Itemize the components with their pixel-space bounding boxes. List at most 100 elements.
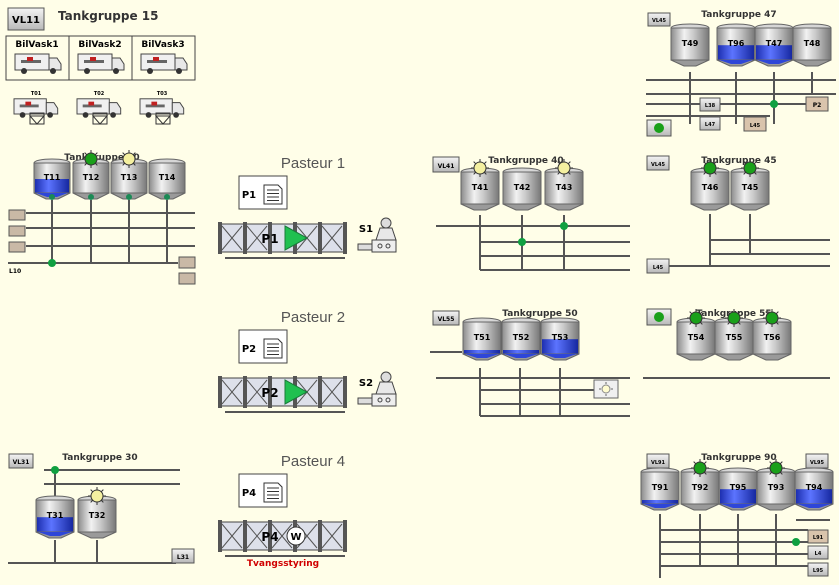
tank-lamp-green-icon bbox=[687, 309, 705, 327]
tank-label: T95 bbox=[730, 483, 747, 492]
vl45-button-g47[interactable]: VL45 bbox=[647, 12, 671, 27]
tank-lamp-green-icon bbox=[763, 309, 781, 327]
tank-t12[interactable]: T12 bbox=[72, 150, 110, 200]
valve-g47[interactable] bbox=[770, 100, 778, 108]
pipes-g90 bbox=[659, 514, 830, 578]
tank-t91[interactable]: T91 bbox=[640, 467, 680, 511]
pipes-g30 bbox=[8, 469, 180, 564]
tank-t13[interactable]: T13 bbox=[110, 150, 148, 200]
svg-text:BilVask3: BilVask3 bbox=[141, 40, 184, 50]
line-button-l45-g47[interactable]: L45 bbox=[743, 116, 767, 132]
vl31-button[interactable]: VL31 bbox=[8, 453, 34, 469]
svg-text:P2: P2 bbox=[261, 386, 278, 400]
pasteur-title: Pasteur 4 bbox=[281, 453, 345, 470]
title-tankgruppe-45: Tankgruppe 45 bbox=[701, 156, 776, 166]
tank-t11[interactable]: T11 bbox=[33, 158, 71, 200]
alarm-lamp-g50[interactable] bbox=[593, 379, 619, 399]
status-lamp-g47[interactable] bbox=[646, 119, 672, 137]
line-button-l31[interactable]: L31 bbox=[171, 548, 195, 564]
tank-lamp-yellow-icon bbox=[88, 487, 106, 505]
vl91-button[interactable]: VL91 bbox=[646, 453, 670, 469]
pasteur-doc-icon[interactable]: P1 bbox=[238, 175, 288, 210]
svg-text:VL91: VL91 bbox=[651, 460, 666, 466]
status-lamp-g55[interactable] bbox=[646, 308, 672, 326]
line-button-l45[interactable]: L45 bbox=[646, 258, 670, 274]
tank-t14[interactable]: T14 bbox=[148, 158, 186, 200]
svg-text:T01: T01 bbox=[31, 91, 42, 97]
tank-label: T11 bbox=[44, 173, 61, 182]
valve-g10[interactable] bbox=[48, 259, 56, 267]
tank-t42[interactable]: T42 bbox=[502, 167, 542, 211]
line-button-l95[interactable]: L95 bbox=[807, 562, 829, 577]
truck-t02[interactable]: T02 bbox=[76, 91, 122, 125]
svg-text:L45: L45 bbox=[750, 123, 761, 129]
tank-t49[interactable]: T49 bbox=[670, 23, 710, 67]
tank-lamp-green-icon bbox=[82, 150, 100, 168]
line-button-l38[interactable]: L38 bbox=[699, 97, 721, 112]
washer-bilvask1[interactable]: BilVask1 bbox=[14, 40, 62, 74]
tank-label: T93 bbox=[768, 483, 785, 492]
svg-text:VL41: VL41 bbox=[438, 163, 455, 170]
tank-t48[interactable]: T48 bbox=[792, 23, 832, 67]
side-valves-g10[interactable] bbox=[8, 209, 196, 285]
line-button-l4[interactable]: L4 bbox=[807, 545, 829, 560]
svg-text:L31: L31 bbox=[177, 554, 189, 561]
vl11-button[interactable]: VL11 bbox=[7, 7, 45, 31]
vl45-button[interactable]: VL45 bbox=[646, 155, 670, 171]
tank-t93[interactable]: T93 bbox=[756, 459, 796, 511]
vl41-button[interactable]: VL41 bbox=[432, 156, 460, 173]
tank-label: T56 bbox=[764, 333, 781, 342]
line-button-l47[interactable]: L47 bbox=[699, 116, 721, 131]
tank-t53[interactable]: T53 bbox=[540, 317, 580, 361]
tank-label: T48 bbox=[804, 39, 821, 48]
tank-t43[interactable]: T43 bbox=[544, 159, 584, 211]
tank-t55[interactable]: T55 bbox=[714, 309, 754, 361]
washer-bilvask3[interactable]: BilVask3 bbox=[140, 40, 188, 74]
valve-g40-a[interactable] bbox=[518, 238, 526, 246]
line-button-l91[interactable]: L91 bbox=[807, 529, 829, 544]
tank-label: T54 bbox=[688, 333, 705, 342]
tank-t96[interactable]: T96 bbox=[716, 23, 756, 67]
p2-button[interactable]: P2 bbox=[805, 96, 829, 112]
tank-label: T12 bbox=[83, 173, 100, 182]
tank-t95[interactable]: T95 bbox=[718, 467, 758, 511]
washer-bilvask2[interactable]: BilVask2 bbox=[77, 40, 125, 74]
vl95-button[interactable]: VL95 bbox=[805, 453, 829, 469]
truck-t01[interactable]: T01 bbox=[13, 91, 59, 125]
vl55-button-g50[interactable]: VL55 bbox=[432, 310, 460, 326]
heat-exchanger[interactable]: P1 bbox=[218, 222, 347, 259]
heat-exchanger[interactable]: P2 bbox=[218, 376, 347, 413]
valve-g30[interactable] bbox=[51, 466, 59, 474]
tank-t46[interactable]: T46 bbox=[690, 159, 730, 211]
svg-text:T03: T03 bbox=[157, 91, 168, 97]
tank-t54[interactable]: T54 bbox=[676, 309, 716, 361]
tank-t45[interactable]: T45 bbox=[730, 159, 770, 211]
tank-t51[interactable]: T51 bbox=[462, 317, 502, 361]
separator-icon[interactable]: S2 bbox=[357, 371, 397, 407]
pasteur-doc-icon[interactable]: P2 bbox=[238, 329, 288, 364]
truck-t03[interactable]: T03 bbox=[139, 91, 185, 125]
tank-t56[interactable]: T56 bbox=[752, 309, 792, 361]
tank-t31[interactable]: T31 bbox=[35, 495, 75, 539]
tank-t41[interactable]: T41 bbox=[460, 159, 500, 211]
tank-t92[interactable]: T92 bbox=[680, 459, 720, 511]
pipes-g45 bbox=[669, 214, 830, 267]
tank-t52[interactable]: T52 bbox=[501, 317, 541, 361]
tank-t32[interactable]: T32 bbox=[77, 487, 117, 539]
separator-icon[interactable]: S1 bbox=[357, 217, 397, 253]
tank-t94[interactable]: T94 bbox=[794, 467, 834, 511]
pipes-g47 bbox=[646, 72, 836, 124]
valve-g40-b[interactable] bbox=[560, 222, 568, 230]
pasteur-doc-icon[interactable]: P4 bbox=[238, 473, 288, 508]
svg-text:BilVask2: BilVask2 bbox=[78, 40, 121, 50]
tank-lamp-green-icon bbox=[701, 159, 719, 177]
tank-lamp-green-icon bbox=[767, 459, 785, 477]
valve-g90[interactable] bbox=[792, 538, 800, 546]
pipes-g50 bbox=[430, 351, 630, 417]
tank-t47[interactable]: T47 bbox=[754, 23, 794, 67]
tank-label: T47 bbox=[766, 39, 783, 48]
